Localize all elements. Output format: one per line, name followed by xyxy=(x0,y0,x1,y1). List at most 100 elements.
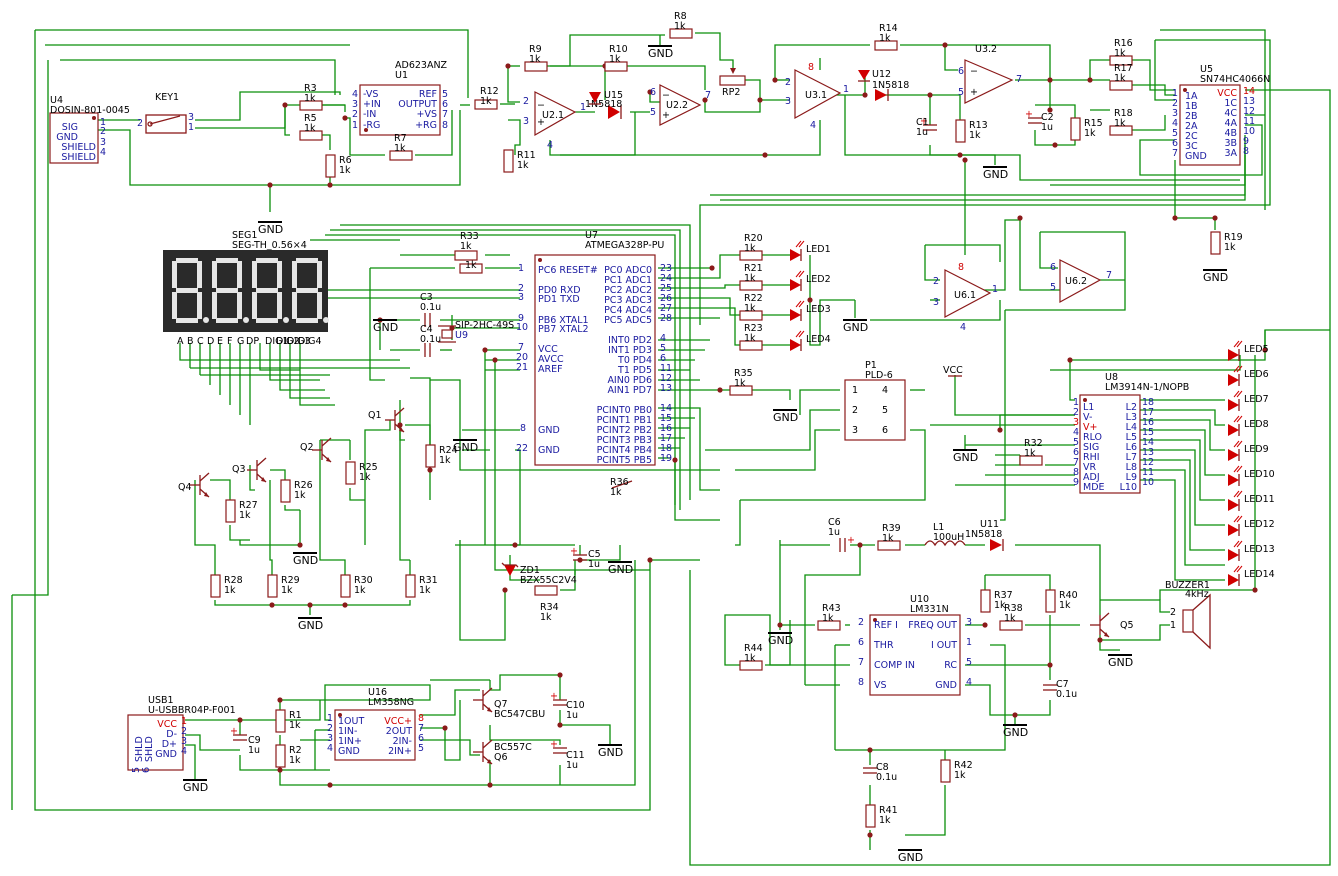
svg-text:6: 6 xyxy=(1172,138,1178,149)
svg-text:L1: L1 xyxy=(1083,402,1094,413)
svg-text:-VS: -VS xyxy=(363,89,378,100)
svg-text:3: 3 xyxy=(1172,108,1178,119)
led-led8: LED8 xyxy=(1228,415,1269,436)
svg-text:3: 3 xyxy=(785,96,791,107)
resistor-value: 1k xyxy=(1114,48,1126,59)
svg-text:+: + xyxy=(550,691,558,702)
svg-text:L4: L4 xyxy=(1126,422,1137,433)
svg-text:U7: U7 xyxy=(585,230,598,241)
svg-text:1: 1 xyxy=(966,637,972,648)
svg-text:8: 8 xyxy=(520,423,526,434)
svg-text:GND: GND xyxy=(293,554,318,567)
svg-text:5: 5 xyxy=(882,405,888,416)
svg-text:14: 14 xyxy=(1142,437,1154,448)
svg-text:PD1 TXD: PD1 TXD xyxy=(538,294,580,305)
svg-text:12: 12 xyxy=(1142,457,1154,468)
svg-text:4: 4 xyxy=(966,677,972,688)
ground-symbol: GND xyxy=(768,632,793,647)
led-led7: LED7 xyxy=(1228,390,1269,411)
svg-text:DIG4: DIG4 xyxy=(298,336,322,347)
u16-lm358: U16 LM358NG 1OUT 1IN- 1IN+ GND VCC+ 2OUT… xyxy=(327,687,424,761)
svg-text:1: 1 xyxy=(352,120,358,131)
svg-text:MDE: MDE xyxy=(1083,482,1105,493)
resistor-value: 1k xyxy=(882,533,894,544)
svg-text:2: 2 xyxy=(858,617,864,628)
svg-text:U12: U12 xyxy=(872,69,891,80)
svg-text:26: 26 xyxy=(660,293,672,304)
svg-text:VR: VR xyxy=(1083,462,1096,473)
resistor-ref: R41 xyxy=(879,805,898,816)
capacitor-ref: C6 xyxy=(828,517,841,528)
svg-text:PCINT0 PB0: PCINT0 PB0 xyxy=(597,405,652,416)
segment xyxy=(197,261,202,288)
svg-text:AD623ANZ: AD623ANZ xyxy=(395,60,448,71)
led-label: LED13 xyxy=(1244,544,1275,555)
svg-text:2: 2 xyxy=(785,77,791,88)
resistor-value: 1k xyxy=(517,160,529,171)
svg-text:6: 6 xyxy=(442,99,448,110)
svg-text:1: 1 xyxy=(1073,397,1079,408)
svg-text:27: 27 xyxy=(660,303,672,314)
svg-text:VCC: VCC xyxy=(157,719,177,730)
capacitor-ref: C9 xyxy=(248,735,261,746)
svg-text:3: 3 xyxy=(1073,417,1079,428)
svg-text:2: 2 xyxy=(1170,607,1176,618)
svg-text:17: 17 xyxy=(660,433,672,444)
svg-text:ATMEGA328P-PU: ATMEGA328P-PU xyxy=(585,240,664,251)
svg-text:5: 5 xyxy=(660,343,666,354)
svg-text:2: 2 xyxy=(181,726,187,737)
svg-text:GND: GND xyxy=(843,321,868,334)
inductor-l1: L1 100uH xyxy=(924,522,966,547)
svg-text:U16: U16 xyxy=(368,687,387,698)
svg-text:4: 4 xyxy=(181,746,187,757)
svg-text:1: 1 xyxy=(580,102,586,113)
svg-text:PLD-6: PLD-6 xyxy=(865,370,893,381)
segment xyxy=(296,288,318,293)
svg-text:7: 7 xyxy=(1016,74,1022,85)
svg-text:3: 3 xyxy=(966,617,972,628)
resistor-value: 1k xyxy=(281,585,293,596)
svg-text:8: 8 xyxy=(442,120,448,131)
svg-text:15: 15 xyxy=(660,413,672,424)
svg-text:P1: P1 xyxy=(865,360,877,371)
svg-text:5: 5 xyxy=(131,767,142,773)
svg-text:ADJ: ADJ xyxy=(1083,472,1100,483)
svg-text:GND: GND xyxy=(453,441,478,454)
segment xyxy=(277,292,282,319)
svg-text:4C: 4C xyxy=(1224,108,1237,119)
svg-text:GND: GND xyxy=(773,411,798,424)
svg-text:SHIELD: SHIELD xyxy=(61,152,96,163)
svg-text:Q3: Q3 xyxy=(232,464,246,475)
svg-text:+: + xyxy=(920,116,928,127)
svg-text:6: 6 xyxy=(882,425,888,436)
svg-text:AIN1 PD7: AIN1 PD7 xyxy=(607,385,652,396)
svg-text:+: + xyxy=(1025,109,1033,120)
svg-text:INT0 PD2: INT0 PD2 xyxy=(608,335,652,346)
resistor-value: 1k xyxy=(540,612,552,623)
svg-text:21: 21 xyxy=(516,362,528,373)
capacitor-c7: C70.1u xyxy=(1043,679,1077,700)
svg-text:1IN-: 1IN- xyxy=(338,726,357,737)
svg-text:4B: 4B xyxy=(1224,128,1237,139)
svg-text:I OUT: I OUT xyxy=(931,640,957,651)
svg-text:+: + xyxy=(970,87,978,98)
segment xyxy=(256,258,278,263)
resistor-value: 1k xyxy=(480,96,492,107)
svg-text:BZX55C2V4: BZX55C2V4 xyxy=(520,575,577,586)
svg-text:F: F xyxy=(227,336,232,347)
svg-text:U11: U11 xyxy=(980,519,999,530)
svg-text:3: 3 xyxy=(933,297,939,308)
svg-text:2C: 2C xyxy=(1185,131,1198,142)
svg-text:4: 4 xyxy=(810,120,816,131)
svg-text:7: 7 xyxy=(418,723,424,734)
transistor-q3 xyxy=(247,457,267,483)
segment xyxy=(176,258,198,263)
